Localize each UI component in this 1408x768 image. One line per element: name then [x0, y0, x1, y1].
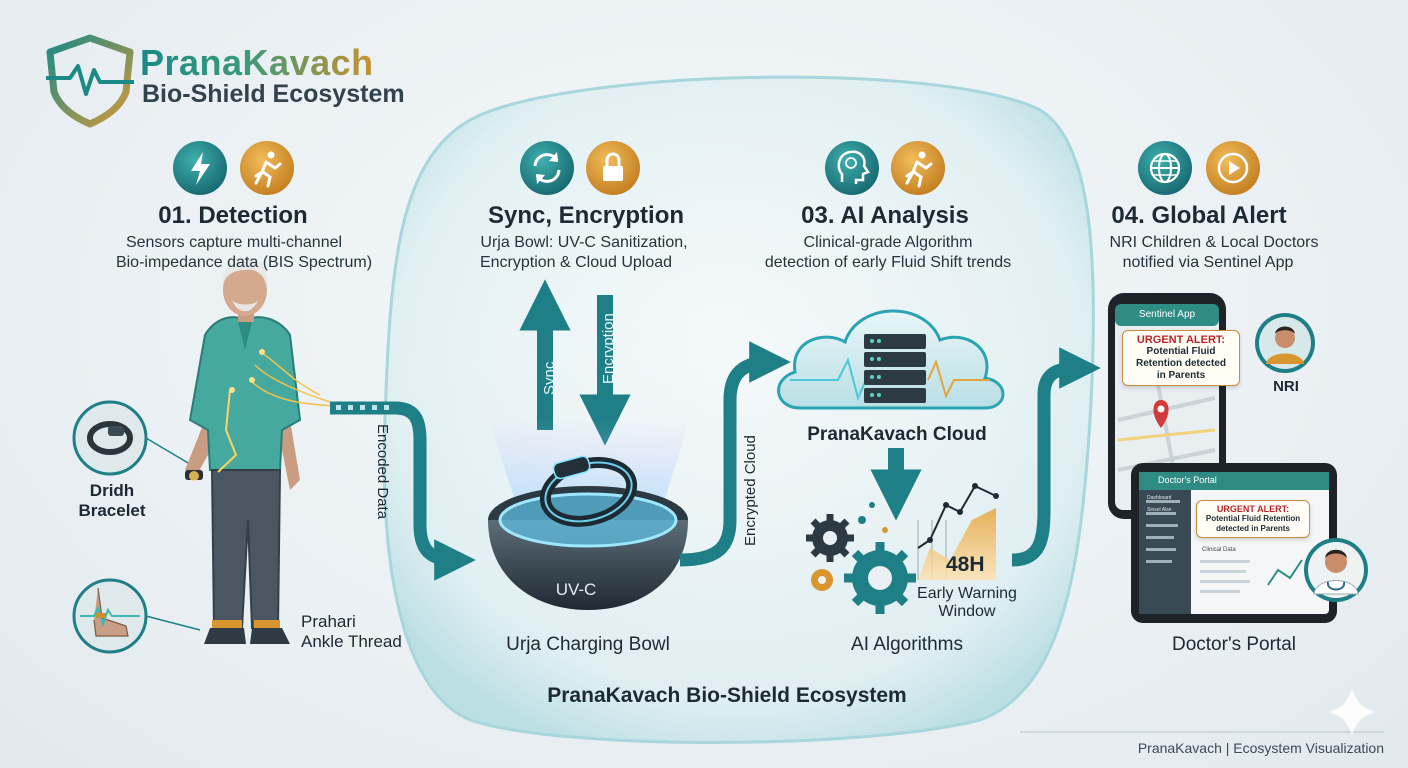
phone-alert-card[interactable]: URGENT ALERT: Potential Fluid Retention …	[1122, 330, 1240, 386]
ecosystem-label: PranaKavach Bio-Shield Ecosystem	[547, 684, 907, 707]
encoded-data-arrow	[330, 401, 476, 581]
step-1-desc-line2: Bio-impedance data (BIS Spectrum)	[115, 254, 373, 271]
bracelet-device-icon	[72, 400, 148, 476]
footer-caption: PranaKavach | Ecosystem Visualization	[1137, 740, 1384, 756]
sparkle-icon	[1328, 688, 1376, 736]
warning-hours-label: 48H	[946, 553, 985, 576]
lightning-icon	[173, 141, 227, 195]
sentinel-app-title: Sentinel App	[1138, 309, 1196, 320]
data-dots	[336, 405, 389, 410]
shield-logo-icon	[46, 34, 134, 128]
warning-window-line2: Window	[938, 603, 996, 620]
step-3-desc-line1: Clinical-grade Algorithm	[803, 234, 973, 251]
step-4-desc-line1: NRI Children & Local Doctors	[1109, 234, 1319, 251]
ankle-pointer	[145, 615, 201, 631]
step-2-title: Sync, Encryption	[487, 202, 685, 229]
play-icon	[1206, 141, 1260, 195]
sync-arrows-icon	[520, 141, 574, 195]
cloud-label: PranaKavach Cloud	[807, 424, 987, 445]
encoded-data-label: Encoded Data	[374, 424, 391, 520]
step-4-desc-line2: notified via Sentinel App	[1122, 254, 1294, 271]
portal-alert-line2: detected in Parents	[1216, 524, 1290, 533]
portal-menu-item-dashboard[interactable]: Dashboard	[1147, 495, 1172, 501]
warning-window-line1: Early Warning	[917, 585, 1017, 602]
ankle-label-line1: Prahari	[301, 612, 356, 631]
encryption-label: Encryption	[600, 313, 617, 384]
bowl-label: Urja Charging Bowl	[506, 634, 670, 655]
encrypted-cloud-arrow	[679, 341, 791, 567]
padlock-icon	[586, 141, 640, 195]
nri-avatar	[1255, 313, 1315, 373]
global-alert-arrow	[1011, 347, 1101, 567]
encrypted-cloud-label: Encrypted Cloud	[742, 435, 759, 546]
phone-alert-line1: Potential Fluid	[1146, 346, 1216, 357]
cloud-server-icon	[777, 309, 1005, 410]
globe-icon	[1138, 141, 1192, 195]
doctor-avatar	[1304, 538, 1368, 602]
ankle-thread-icon	[72, 578, 148, 654]
portal-section-title: Clinical Data	[1202, 547, 1236, 553]
sync-label: Sync	[541, 361, 558, 395]
step-4-title: 04. Global Alert	[1111, 202, 1287, 229]
step-3-desc-line2: detection of early Fluid Shift trends	[764, 254, 1012, 271]
gears-icon	[806, 502, 916, 614]
step-2-desc-line1: Urja Bowl: UV-C Sanitization,	[480, 234, 688, 251]
portal-alert-line1: Potential Fluid Retention	[1205, 514, 1301, 523]
phone-alert-title: URGENT ALERT:	[1136, 334, 1226, 346]
step-1-desc-line1: Sensors capture multi-channel	[125, 234, 343, 251]
brain-head-icon	[825, 141, 879, 195]
ecosystem-bubble	[382, 75, 1095, 744]
urja-charging-bowl	[488, 418, 690, 610]
nri-label: NRI	[1273, 378, 1299, 395]
trend-chart-icon	[917, 483, 999, 580]
portal-screen-title: Doctor's Portal	[1158, 475, 1217, 485]
tablet-device	[1131, 463, 1337, 623]
portal-menu-item-alerts[interactable]: Sinsel Alse	[1147, 507, 1172, 513]
running-person-icon	[891, 141, 945, 195]
step-1-title: 01. Detection	[158, 202, 308, 229]
phone-alert-line2: Retention detected	[1135, 358, 1226, 369]
doctors-portal-label: Doctor's Portal	[1171, 634, 1297, 655]
ankle-label-line2: Ankle Thread	[301, 632, 402, 651]
portal-alert-card[interactable]: URGENT ALERT: Potential Fluid Retention …	[1196, 500, 1310, 538]
step-2-desc-line2: Encryption & Cloud Upload	[479, 254, 673, 271]
bracelet-label-line2: Bracelet	[78, 501, 146, 520]
brand-title: PranaKavach	[140, 42, 374, 83]
bowl-uvc-label: UV-C	[555, 580, 597, 599]
brand-subtitle: Bio-Shield Ecosystem	[142, 80, 405, 108]
portal-alert-title: URGENT ALERT:	[1216, 504, 1290, 514]
bracelet-label-line1: Dridh	[89, 481, 135, 500]
phone-alert-line3: in Parents	[1156, 370, 1206, 381]
elderly-man-illustration	[185, 257, 336, 644]
running-person-icon	[240, 141, 294, 195]
step-3-title: 03. AI Analysis	[801, 202, 969, 229]
ai-algorithms-label: AI Algorithms	[851, 634, 963, 655]
bracelet-in-bowl-icon	[539, 455, 638, 527]
